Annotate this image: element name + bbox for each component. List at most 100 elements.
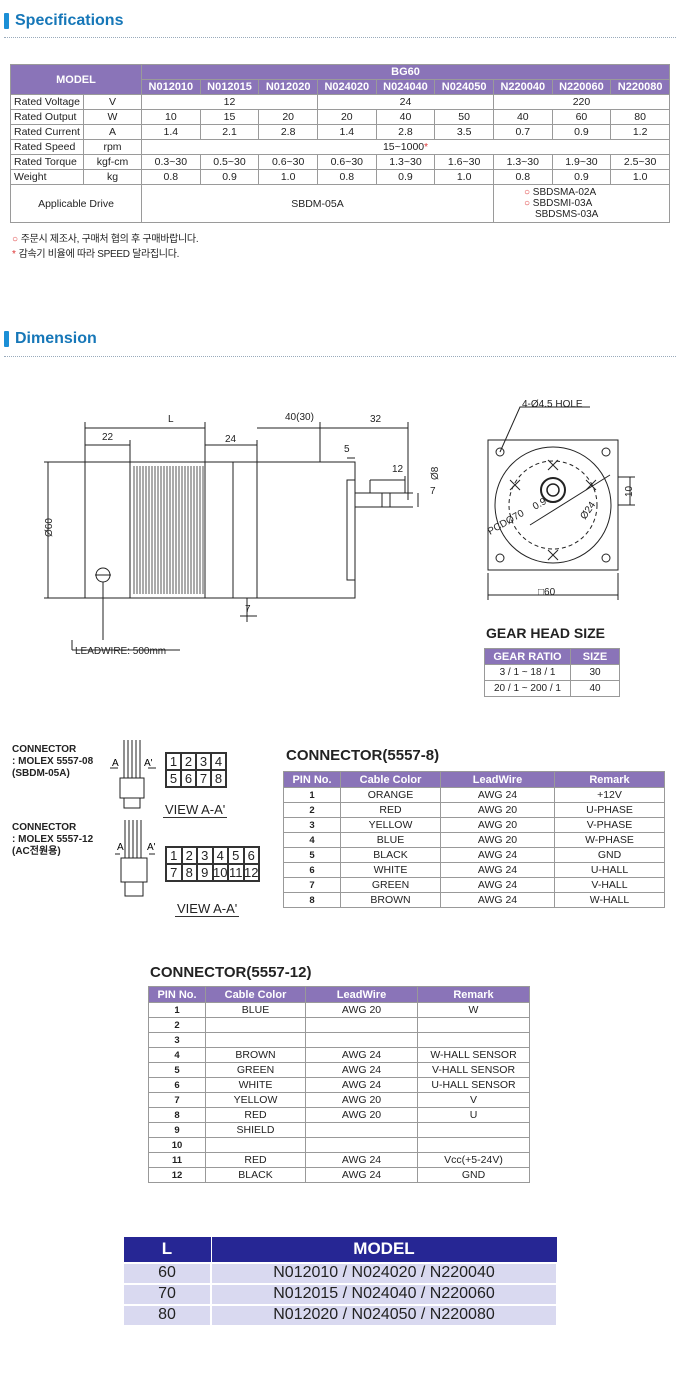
specifications-heading: Specifications xyxy=(4,9,123,33)
remark-cell: W-PHASE xyxy=(554,832,665,848)
pin-number: 9 xyxy=(197,864,213,881)
table-row: 2 xyxy=(148,1017,530,1033)
remark-cell: V xyxy=(417,1092,530,1108)
cable-color-cell: BROWN xyxy=(340,892,441,908)
cable-color-cell xyxy=(205,1032,306,1048)
column-header: PIN No. xyxy=(283,771,341,788)
value-cell: 20 xyxy=(258,109,318,125)
dim-7a: 7 xyxy=(430,486,436,497)
pin-cell: 6 xyxy=(148,1077,206,1093)
leadwire-cell xyxy=(305,1032,418,1048)
pin-number: 1 xyxy=(166,847,182,864)
drive-name: SBDSMI-03A xyxy=(532,198,593,209)
drive-name: SBDSMA-02A xyxy=(532,187,597,198)
note-circle-icon: ○ xyxy=(523,187,533,198)
value-cell: 0.9 xyxy=(199,169,260,185)
pin-number: 5 xyxy=(228,847,244,864)
pin-number: 6 xyxy=(243,847,259,864)
model-name-cell: N024040 xyxy=(375,79,436,95)
pin-cell: 8 xyxy=(283,892,341,908)
gear-ratio-cell: 3 / 1 ~ 18 / 1 xyxy=(484,664,571,681)
leadwire-cell: AWG 20 xyxy=(440,817,555,833)
unit-cell: kg xyxy=(82,169,143,185)
pcd-label: PCDØ70 xyxy=(486,508,527,538)
leadwire-cell: AWG 24 xyxy=(305,1167,418,1183)
table-row: 10 xyxy=(148,1137,530,1153)
pin-number: 2 xyxy=(181,753,196,770)
value-cell: 2.1 xyxy=(199,124,260,140)
pin-number: 4 xyxy=(212,847,228,864)
value-cell: 24 xyxy=(316,94,494,110)
dim-60: Ø60 xyxy=(44,518,55,537)
leadwire-cell xyxy=(305,1017,418,1033)
column-header: Remark xyxy=(554,771,665,788)
pin-number: 11 xyxy=(228,864,244,881)
divider xyxy=(4,37,676,38)
value-cell: 0.8 xyxy=(316,169,377,185)
column-header: LeadWire xyxy=(305,986,418,1003)
note-text: 감속기 비율에 따라 SPEED 달라집니다. xyxy=(18,249,180,260)
drive-item: ○ SBDSMI-03A xyxy=(524,198,669,209)
pin-cell: 4 xyxy=(148,1047,206,1063)
value-cell: 1.3~30 xyxy=(492,154,553,170)
column-header: Remark xyxy=(417,986,530,1003)
leadwire-cell: AWG 24 xyxy=(305,1077,418,1093)
cable-color-cell: RED xyxy=(340,802,441,818)
pin-cell: 10 xyxy=(148,1137,206,1153)
unit-cell: A xyxy=(82,124,143,140)
model-name-cell: N012020 xyxy=(258,79,318,95)
leadwire-cell: AWG 24 xyxy=(440,862,555,878)
label-line: (SBDM-05A) xyxy=(12,768,70,779)
note-mark: * xyxy=(12,249,16,260)
remark-cell: W xyxy=(417,1002,530,1018)
pin-number: 8 xyxy=(211,770,226,787)
pin-cell: 12 xyxy=(148,1167,206,1183)
leadwire-cell: AWG 20 xyxy=(440,832,555,848)
unit-cell: rpm xyxy=(82,139,143,155)
length-cell: 80 xyxy=(122,1303,212,1327)
remark-cell: U-HALL xyxy=(554,862,665,878)
pin-number: 10 xyxy=(212,864,228,881)
cable-color-cell: ORANGE xyxy=(340,787,441,803)
label-A: A xyxy=(117,842,124,853)
model-name-cell: N024020 xyxy=(316,79,377,95)
model-header: MODEL xyxy=(9,64,143,95)
length-header: L xyxy=(122,1236,212,1263)
remark-cell: W-HALL xyxy=(554,892,665,908)
value-cell: 0.3~30 xyxy=(141,154,201,170)
model-cell: N012010 / N024020 / N220040 xyxy=(210,1261,558,1285)
pin-cell: 6 xyxy=(283,862,341,878)
value-cell: 0.9 xyxy=(551,169,612,185)
pin-cell: 3 xyxy=(148,1032,206,1048)
value-cell: 40 xyxy=(492,109,553,125)
section-title: Specifications xyxy=(15,12,124,29)
pin-cell: 5 xyxy=(148,1062,206,1078)
remark-cell: +12V xyxy=(554,787,665,803)
size-cell: 30 xyxy=(570,664,620,681)
cable-color-cell: GREEN xyxy=(205,1062,306,1078)
remark-cell: V-HALL xyxy=(554,877,665,893)
pin-number: 8 xyxy=(181,864,197,881)
pin-number: 1 xyxy=(166,753,181,770)
value-cell: 1.3~30 xyxy=(375,154,436,170)
row-label: Rated Voltage xyxy=(10,94,84,110)
pin-cell: 2 xyxy=(283,802,341,818)
pin-cell: 5 xyxy=(283,847,341,863)
cable-color-cell: GREEN xyxy=(340,877,441,893)
drive-dc-cell: SBDM-05A xyxy=(141,184,494,223)
gear-ratio-header: GEAR RATIO xyxy=(484,648,571,665)
leadwire-cell: AWG 20 xyxy=(305,1092,418,1108)
dim-8: Ø8 xyxy=(430,466,441,480)
pin-number: 5 xyxy=(166,770,181,787)
row-label: Rated Output xyxy=(10,109,84,125)
label-line: CONNECTOR xyxy=(12,822,77,833)
pin-cell: 11 xyxy=(148,1152,206,1168)
